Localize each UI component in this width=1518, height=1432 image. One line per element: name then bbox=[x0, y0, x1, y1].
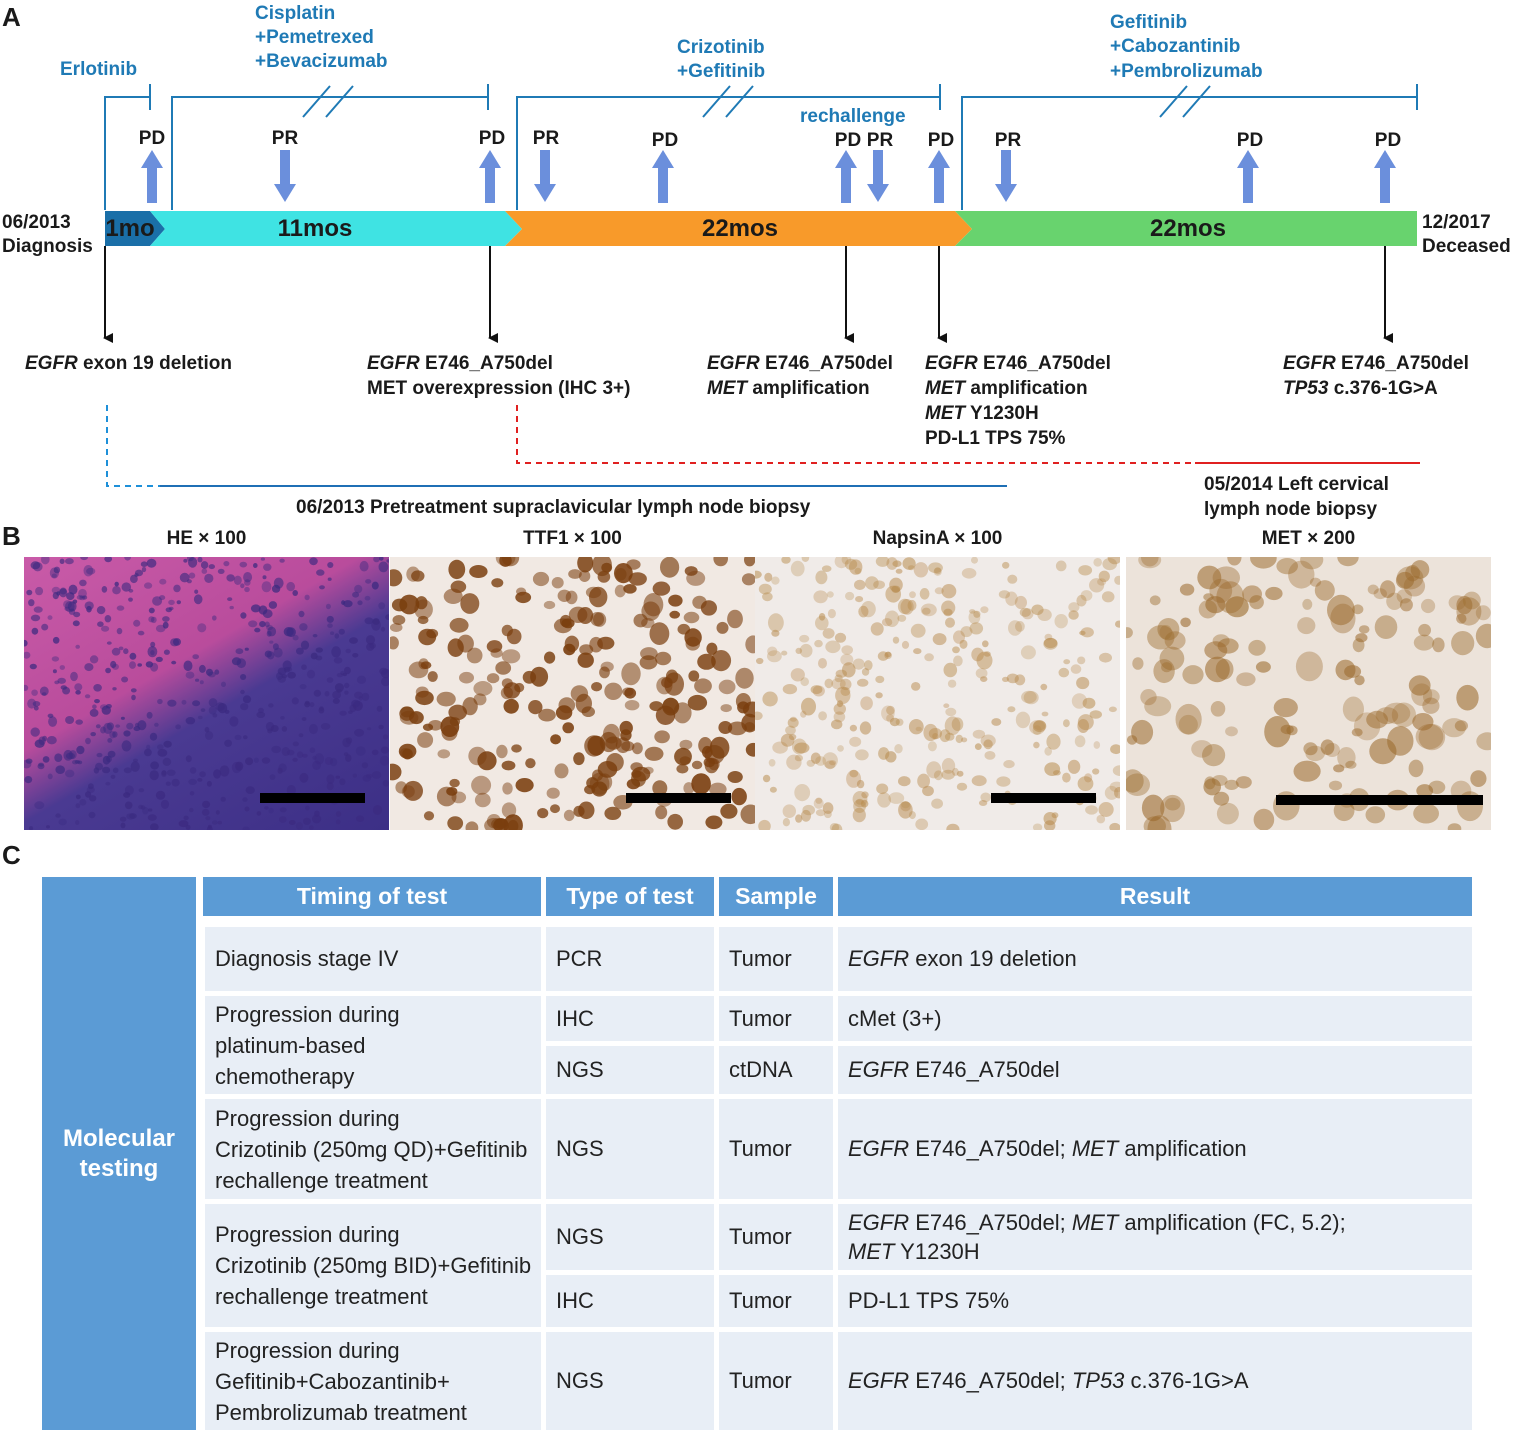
mutation-diagnosis: EGFR exon 19 deletion bbox=[25, 353, 232, 374]
met-texture bbox=[1126, 557, 1491, 830]
image-title-napsina: NapsinA × 100 bbox=[872, 528, 1003, 549]
biopsy-1-label: 06/2013 Pretreatment supraclavicular lym… bbox=[296, 497, 811, 518]
cell-result: EGFR E746_A750del; TP53 c.376-1G>A bbox=[838, 1332, 1472, 1430]
event-label: PD bbox=[1236, 130, 1264, 151]
cell-sample: ctDNA bbox=[719, 1046, 833, 1094]
segment-22mos-a-bar bbox=[505, 211, 972, 246]
cell-sample: Tumor bbox=[719, 1099, 833, 1199]
cell-type: IHC bbox=[546, 996, 714, 1041]
event-label: PR bbox=[866, 130, 894, 151]
event-arrows bbox=[141, 150, 1396, 203]
cell-sample: Tumor bbox=[719, 1204, 833, 1270]
scale-bar bbox=[626, 793, 731, 803]
scale-bar bbox=[1276, 795, 1483, 805]
header-type: Type of test bbox=[546, 877, 714, 916]
cell-type: NGS bbox=[546, 1099, 714, 1199]
segment-22mos-a-label: 22mos bbox=[701, 215, 779, 242]
panel-c-letter: C bbox=[2, 840, 21, 870]
timeline-graphics bbox=[103, 84, 1420, 487]
event-label: PD bbox=[927, 130, 955, 151]
cell-result: EGFR E746_A750del; MET amplification bbox=[838, 1099, 1472, 1199]
treatment-cabozantinib: +Cabozantinib bbox=[1110, 36, 1241, 57]
treatment-erlotinib: Erlotinib bbox=[60, 59, 138, 80]
cell-sample: Tumor bbox=[719, 1275, 833, 1327]
segment-1mo-label: 1mo bbox=[105, 215, 155, 242]
cell-result: EGFR E746_A750del bbox=[838, 1046, 1472, 1094]
he-texture bbox=[24, 557, 389, 830]
event-label: PR bbox=[271, 128, 299, 149]
treatment-cisplatin: Cisplatin bbox=[255, 3, 336, 24]
event-label: PR bbox=[994, 130, 1022, 151]
scale-bar bbox=[991, 793, 1096, 803]
mutation-progression-2: EGFR E746_A750del MET amplification bbox=[707, 353, 893, 399]
table-side-label: Molecular testing bbox=[42, 877, 196, 1430]
treatment-gefitinib-2: Gefitinib bbox=[1110, 12, 1188, 33]
ttf1-texture bbox=[390, 557, 755, 830]
cell-type: NGS bbox=[546, 1204, 714, 1270]
scale-bar bbox=[260, 793, 365, 803]
end-date: 12/2017 bbox=[1422, 212, 1491, 233]
biopsy-2-label-line2: lymph node biopsy bbox=[1204, 499, 1378, 520]
napsina-texture bbox=[755, 557, 1120, 830]
mutation-progression-3: EGFR E746_A750del MET amplification MET … bbox=[925, 353, 1111, 449]
cell-type: NGS bbox=[546, 1046, 714, 1094]
segment-22mos-b-label: 22mos bbox=[1149, 215, 1227, 242]
biopsy-2-label-line1: 05/2014 Left cervical bbox=[1204, 474, 1389, 495]
cell-type: NGS bbox=[546, 1332, 714, 1430]
cell-result: PD-L1 TPS 75% bbox=[838, 1275, 1472, 1327]
micrograph-he bbox=[24, 557, 389, 830]
panel-a-letter: A bbox=[2, 2, 21, 32]
cell-sample: Tumor bbox=[719, 927, 833, 991]
header-sample: Sample bbox=[719, 877, 833, 916]
start-label: Diagnosis bbox=[2, 236, 93, 257]
cell-sample: Tumor bbox=[719, 1332, 833, 1430]
event-label: PR bbox=[532, 128, 560, 149]
micrograph-met bbox=[1126, 557, 1491, 830]
event-label: PD bbox=[834, 130, 862, 151]
treatment-bevacizumab: +Bevacizumab bbox=[255, 51, 388, 72]
treatment-pemetrexed: +Pemetrexed bbox=[255, 27, 374, 48]
cell-result: EGFR E746_A750del; MET amplification (FC… bbox=[838, 1204, 1472, 1270]
image-title-ttf1: TTF1 × 100 bbox=[523, 528, 622, 549]
event-label: PD bbox=[1374, 130, 1402, 151]
event-label: PD bbox=[478, 128, 506, 149]
event-label: PD bbox=[651, 130, 679, 151]
treatment-crizotinib: Crizotinib bbox=[677, 37, 765, 58]
segment-1mo-bar bbox=[105, 211, 165, 246]
event-label: PD bbox=[138, 128, 166, 149]
panel-b-letter: B bbox=[2, 521, 21, 551]
image-title-met: MET × 200 bbox=[1261, 528, 1356, 549]
treatment-gefitinib: +Gefitinib bbox=[677, 61, 766, 82]
cell-type: IHC bbox=[546, 1275, 714, 1327]
cell-type: PCR bbox=[546, 927, 714, 991]
cell-sample: Tumor bbox=[719, 996, 833, 1041]
treatment-pembrolizumab: +Pembrolizumab bbox=[1110, 61, 1263, 82]
cell-result: EGFR exon 19 deletion bbox=[838, 927, 1472, 991]
mutation-progression-1: EGFR E746_A750del MET overexpression (IH… bbox=[367, 353, 631, 399]
table-row: Diagnosis stage IV bbox=[205, 927, 541, 991]
segment-11mos-label: 11mos bbox=[277, 215, 353, 242]
mutation-arrows bbox=[103, 246, 1393, 343]
micrograph-ttf1 bbox=[390, 557, 755, 830]
mutation-progression-4: EGFR E746_A750del TP53 c.376-1G>A bbox=[1283, 353, 1469, 399]
micrograph-napsina bbox=[755, 557, 1120, 830]
end-label: Deceased bbox=[1422, 236, 1511, 257]
cell-result: cMet (3+) bbox=[838, 996, 1472, 1041]
treatment-brackets bbox=[104, 84, 1418, 210]
image-title-he: HE × 100 bbox=[166, 528, 247, 549]
segment-22mos-b-bar bbox=[955, 211, 1417, 246]
segment-11mos-bar bbox=[150, 211, 522, 246]
header-result: Result bbox=[838, 877, 1472, 916]
header-timing: Timing of test bbox=[203, 877, 541, 916]
treatment-rechallenge: rechallenge bbox=[800, 106, 906, 127]
start-date: 06/2013 bbox=[2, 212, 71, 233]
